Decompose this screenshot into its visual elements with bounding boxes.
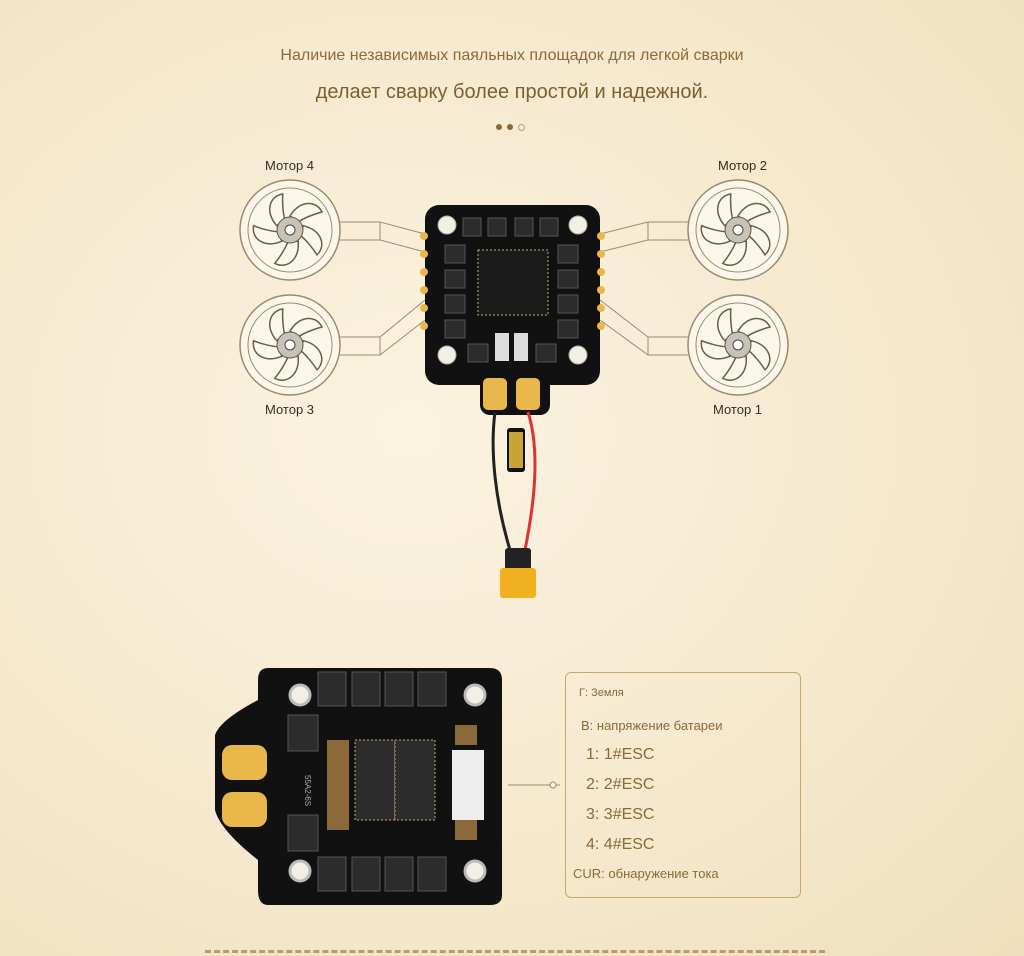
motor-3-label: Мотор 3	[265, 402, 315, 417]
pinout-esc-1: 1: 1#ESC	[586, 746, 655, 763]
motor-1-icon	[687, 294, 789, 396]
motor-3-icon	[239, 294, 341, 396]
divider	[205, 950, 825, 953]
esc-board-top	[420, 205, 605, 415]
headline-line2: делает сварку более простой и надежной.	[315, 81, 709, 103]
xt-connector-icon	[500, 568, 536, 598]
carousel-dot-2[interactable]	[507, 124, 513, 130]
motor-2-icon	[687, 179, 789, 281]
carousel-dot-3[interactable]	[518, 124, 525, 131]
motor-1-label: Мотор 1	[713, 402, 763, 417]
pinout-bat: В: напряжение батареи	[581, 718, 723, 733]
motor-4-label: Мотор 4	[265, 158, 315, 173]
pinout-legend: Г: Земля В: напряжение батареи 1: 1#ESC …	[565, 672, 801, 898]
esc-board-bottom: 55A2-6S	[215, 668, 502, 905]
pinout-esc-2: 2: 2#ESC	[586, 776, 655, 793]
carousel-dots	[496, 124, 525, 131]
motor-4-icon	[239, 179, 341, 281]
motor-2-label: Мотор 2	[718, 158, 768, 173]
headline-line1: Наличие независимых паяльных площадок дл…	[280, 47, 744, 64]
pinout-esc-3: 3: 3#ESC	[586, 806, 655, 823]
board-marking: 55A2-6S	[303, 775, 312, 806]
pinout-cur: CUR: обнаружение тока	[573, 866, 719, 881]
pinout-esc-4: 4: 4#ESC	[586, 836, 655, 853]
carousel-dot-1[interactable]	[496, 124, 502, 130]
callout-dot	[549, 781, 557, 789]
pinout-gnd: Г: Земля	[579, 687, 624, 699]
